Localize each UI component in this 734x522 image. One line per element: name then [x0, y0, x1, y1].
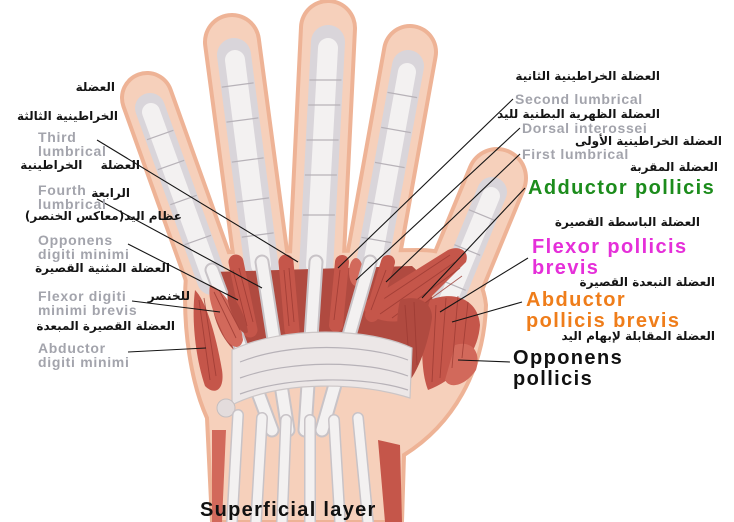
label-opponens-pollicis-line2: pollicis [513, 369, 593, 389]
label-flexor-digiti-minimi-brevis-line1: Flexor digiti [38, 289, 126, 303]
label-abductor-digiti-minimi-line1: Abductor [38, 341, 106, 355]
label-abductor-digiti-minimi-line2: digiti minimi [38, 355, 130, 369]
arabic-label-dorsal-interossei: العضلة الظهرية البطنية لليد [497, 108, 660, 120]
figure-caption: Superficial layer [200, 500, 377, 520]
arabic-label-opponens-pollicis: العضلة المقابلة لإبهام اليد [561, 330, 715, 342]
arabic-label-muscle-word: العضلة [76, 81, 115, 93]
arabic-label-for-little-finger: للخنصر [148, 290, 190, 302]
label-third-lumbrical-line2: lumbrical [38, 144, 107, 158]
arabic-label-flexor-digiti-minimi-brevis: العضلة المثنية القصيرة [35, 262, 170, 274]
label-adductor-pollicis: Adductor pollicis [528, 178, 715, 198]
label-fourth-lumbrical-line1: Fourth [38, 183, 87, 197]
arabic-label-abductor-digiti-minimi: العضلة القصيرة المبعدة [36, 320, 175, 332]
label-abductor-pollicis-brevis-line2: pollicis brevis [526, 311, 680, 331]
label-second-lumbrical: Second lumbrical [515, 92, 643, 106]
label-dorsal-interossei: Dorsal interossei [522, 121, 648, 135]
arabic-label-abductor-pollicis-brevis: العضلة النبعدة القصيرة [580, 276, 715, 288]
label-opponens-pollicis-line1: Opponens [513, 348, 623, 368]
label-opponens-digiti-minimi-line1: Opponens [38, 233, 113, 247]
label-flexor-pollicis-brevis-line1: Flexor pollicis [532, 237, 687, 257]
arabic-label-second-lumbrical: العضلة الخراطينية الثانية [515, 70, 660, 82]
label-abductor-pollicis-brevis-line1: Abductor [526, 290, 626, 310]
arabic-label-flexor-pollicis-brevis: العضلة الباسطة القصيرة [555, 216, 700, 228]
label-flexor-digiti-minimi-brevis-line2: minimi brevis [38, 303, 137, 317]
arabic-label-lumbrical-muscle: العضلة الخراطينية [20, 159, 140, 171]
label-third-lumbrical-line1: Third [38, 130, 77, 144]
arabic-label-adductor-pollicis: العضلة المقربة [630, 161, 718, 173]
label-first-lumbrical: First lumbrical [522, 147, 629, 161]
arabic-label-opponens-digiti-minimi: عظام اليد(معاكس الخنصر) [25, 210, 182, 222]
label-opponens-digiti-minimi-line2: digiti minimi [38, 247, 130, 261]
arabic-label-third-lumbrical: الخراطينية الثالثة [17, 110, 118, 122]
